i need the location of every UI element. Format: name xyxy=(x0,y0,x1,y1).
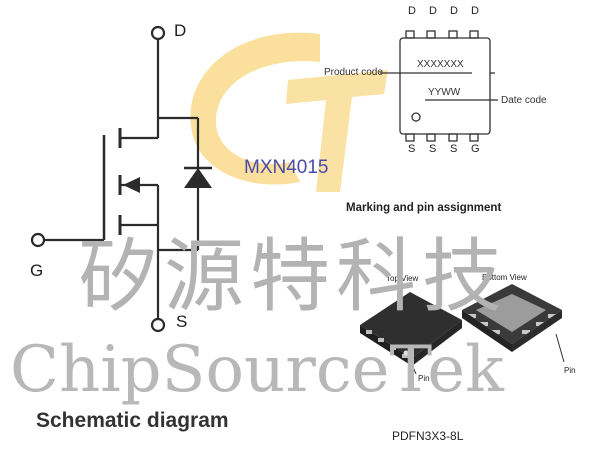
logo-watermark: ST xyxy=(190,32,388,192)
bottom-view-label: Bottom View xyxy=(482,273,527,282)
date-code-text: YYWW xyxy=(428,87,461,98)
date-code-label: Date code xyxy=(501,95,547,106)
drain-label: D xyxy=(174,21,187,40)
marking-bottom-pin-1: S xyxy=(408,143,416,155)
logo-t-bar xyxy=(286,70,388,192)
schematic-title: Schematic diagram xyxy=(36,409,229,432)
marking-bottom-pin-2: S xyxy=(429,143,437,155)
body-arrow xyxy=(123,177,140,193)
body-diode xyxy=(184,168,212,188)
marking-package xyxy=(380,30,498,142)
marking-top-pin-1: D xyxy=(408,5,416,17)
marking-title: Marking and pin assignment xyxy=(346,202,502,214)
package-name: PDFN3X3-8L xyxy=(392,429,464,443)
gate-terminal xyxy=(30,232,46,248)
marking-top-pin-3: D xyxy=(450,5,458,17)
pin1-label: Pin 1 xyxy=(418,374,437,383)
marking-top-pin-2: D xyxy=(429,5,437,17)
product-code-text: XXXXXXX xyxy=(417,59,464,70)
drain-terminal xyxy=(150,25,166,41)
part-number: MXN4015 xyxy=(244,157,329,178)
bottom-view-chip xyxy=(462,284,562,352)
watermark-english: ChipSourceTek xyxy=(10,333,504,407)
logo-swoosh xyxy=(190,32,320,185)
package-renders xyxy=(360,284,565,375)
pin-label: Pin xyxy=(564,366,576,375)
product-code-label: Product code xyxy=(324,67,383,78)
gate-label: G xyxy=(30,261,44,280)
marking-top-pin-4: D xyxy=(471,5,479,17)
source-label: S xyxy=(176,312,188,331)
marking-bottom-pin-3: S xyxy=(450,143,458,155)
top-view-label: Top View xyxy=(386,274,419,283)
top-view-chip xyxy=(360,292,462,366)
watermark-chinese: 矽源特科技 xyxy=(78,230,508,323)
marking-bottom-pin-4: G xyxy=(471,143,480,155)
